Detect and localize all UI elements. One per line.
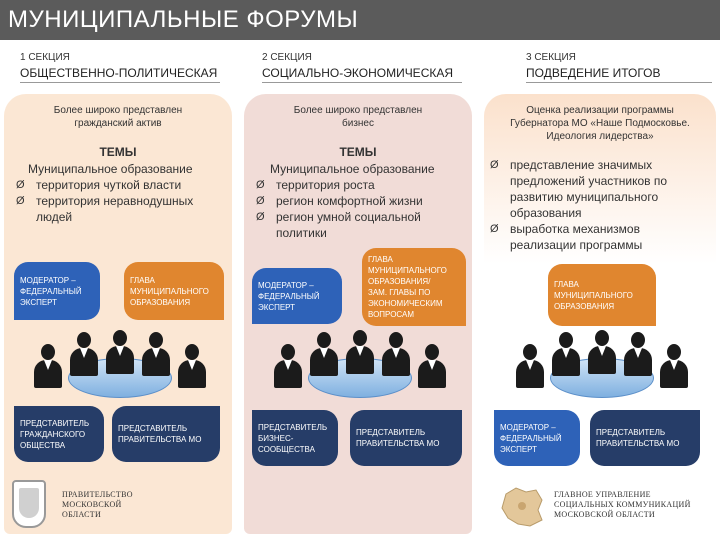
person-icon [178, 344, 206, 388]
section-1-topic-2-cont: людей [36, 210, 73, 224]
bullet-arrow-icon: Ø [490, 223, 499, 235]
section-1-topic-2: территория неравнодушных [36, 194, 194, 208]
person-icon [418, 344, 446, 388]
bullet-arrow-icon: Ø [16, 179, 25, 191]
person-icon [310, 332, 338, 376]
section-3-item-1-cont: образования [510, 206, 582, 220]
section-1-topics-title: ТЕМЫ [99, 145, 137, 159]
title-bar: МУНИЦИПАЛЬНЫЕ ФОРУМЫ [0, 0, 720, 40]
bullet-arrow-icon: Ø [256, 195, 265, 207]
person-icon [346, 330, 374, 374]
person-icon [142, 332, 170, 376]
section-1-underline [20, 82, 220, 83]
region-map-icon [501, 487, 543, 527]
section-3-item-2-cont: реализации программы [510, 238, 643, 252]
section-2-topic-3-cont: политики [276, 226, 327, 240]
person-icon [106, 330, 134, 374]
section-1-name: ОБЩЕСТВЕННО-ПОЛИТИЧЕСКАЯ [20, 66, 218, 80]
section-3-number: 3 СЕКЦИЯ [526, 52, 576, 63]
section-3-item-1-cont: предложений участников по [510, 174, 668, 188]
person-icon [382, 332, 410, 376]
person-icon [660, 344, 688, 388]
section-2-topics-title: ТЕМЫ [339, 145, 377, 159]
section-3-name: ПОДВЕДЕНИЕ ИТОГОВ [526, 66, 661, 80]
section-1-topic-intro: Муниципальное образование [28, 162, 193, 176]
section-3-item-2: выработка механизмов [510, 222, 640, 236]
bullet-arrow-icon: Ø [16, 195, 25, 207]
section-2-number: 2 СЕКЦИЯ [262, 52, 312, 63]
page-title: МУНИЦИПАЛЬНЫЕ ФОРУМЫ [8, 6, 359, 33]
bullet-arrow-icon: Ø [256, 179, 265, 191]
person-icon [34, 344, 62, 388]
bullet-arrow-icon: Ø [256, 211, 265, 223]
person-icon [624, 332, 652, 376]
person-icon [274, 344, 302, 388]
person-icon [588, 330, 616, 374]
section-2-topic-3: регион умной социальной [276, 210, 421, 224]
section-2-underline [262, 82, 462, 83]
section-3-item-1-cont: развитию муниципального [510, 190, 659, 204]
section-2-topic-1: территория роста [276, 178, 375, 192]
section-1-number: 1 СЕКЦИЯ [20, 52, 70, 63]
section-2-round-table [252, 330, 466, 406]
section-2-topic-2: регион комфортной жизни [276, 194, 423, 208]
person-icon [552, 332, 580, 376]
section-1-round-table [12, 330, 226, 406]
coat-of-arms-icon [12, 480, 46, 528]
person-icon [70, 332, 98, 376]
section-3-round-table [494, 330, 708, 406]
section-2-name: СОЦИАЛЬНО-ЭКОНОМИЧЕСКАЯ [262, 66, 454, 80]
section-2-topic-intro: Муниципальное образование [270, 162, 435, 176]
bullet-arrow-icon: Ø [490, 159, 499, 171]
section-3-underline [526, 82, 712, 83]
section-3-item-1: представление значимых [510, 158, 653, 172]
section-1-topic-1: территория чуткой власти [36, 178, 182, 192]
person-icon [516, 344, 544, 388]
